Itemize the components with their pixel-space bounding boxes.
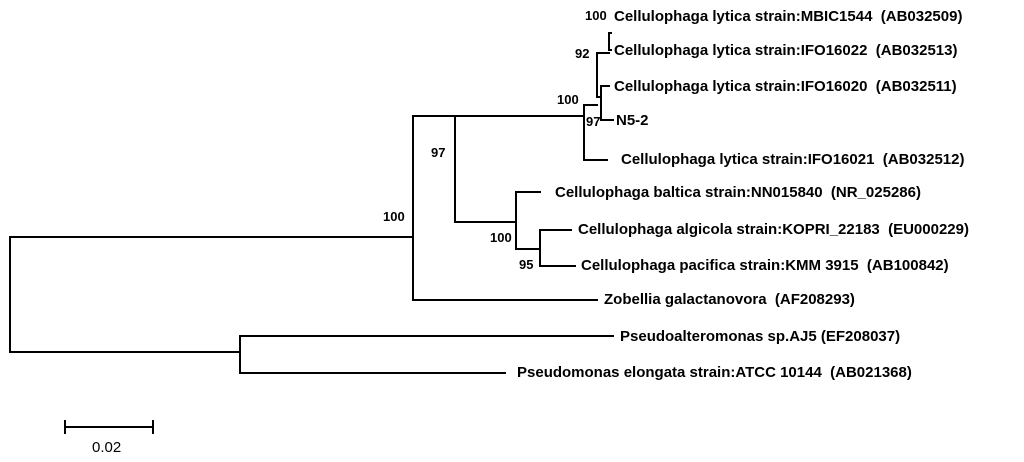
leaf-label-mbic1544: Cellulophaga lytica strain:MBIC1544 (AB0… bbox=[614, 8, 962, 25]
leaf-label-n52: N5-2 bbox=[616, 112, 649, 129]
leaf-label-baltica: Cellulophaga baltica strain:NN015840 (NR… bbox=[555, 184, 921, 201]
leaf-label-algicola: Cellulophaga algicola strain:KOPRI_22183… bbox=[578, 221, 969, 238]
leaf-label-ifo16020: Cellulophaga lytica strain:IFO16020 (AB0… bbox=[614, 78, 957, 95]
support-value: 100 bbox=[383, 209, 405, 224]
support-value: 92 bbox=[575, 46, 589, 61]
leaf-label-pacifica: Cellulophaga pacifica strain:KMM 3915 (A… bbox=[581, 257, 949, 274]
leaf-label-ifo16021: Cellulophaga lytica strain:IFO16021 (AB0… bbox=[621, 151, 964, 168]
support-value: 100 bbox=[490, 230, 512, 245]
leaf-label-pseudomonas: Pseudomonas elongata strain:ATCC 10144 (… bbox=[517, 364, 912, 381]
support-value: 100 bbox=[557, 92, 579, 107]
support-value: 97 bbox=[586, 114, 600, 129]
support-value: 97 bbox=[431, 145, 445, 160]
leaf-label-pseudoalteromonas: Pseudoalteromonas sp.AJ5 (EF208037) bbox=[620, 328, 900, 345]
leaf-label-ifo16022: Cellulophaga lytica strain:IFO16022 (AB0… bbox=[614, 42, 957, 59]
support-value: 95 bbox=[519, 257, 533, 272]
support-value: 100 bbox=[585, 8, 607, 23]
scale-bar bbox=[64, 420, 154, 434]
scale-bar-label: 0.02 bbox=[92, 439, 121, 456]
leaf-label-zobellia: Zobellia galactanovora (AF208293) bbox=[604, 291, 855, 308]
